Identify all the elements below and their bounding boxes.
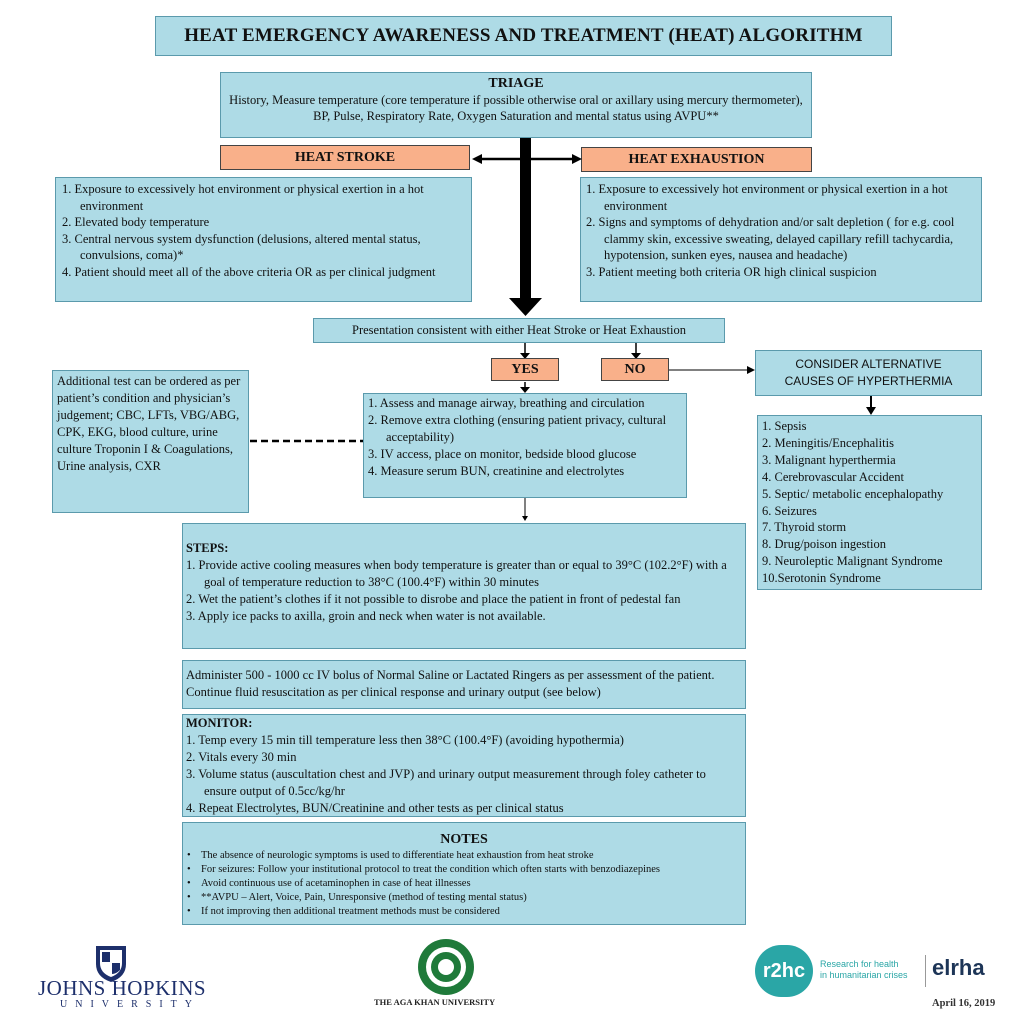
alternative-cause-item: 6. Seizures [762, 503, 817, 518]
double-arrow-left-head [472, 154, 482, 164]
jhu-shield-logo [96, 946, 126, 982]
alternative-cause-item: 1. Sepsis [762, 419, 807, 433]
heat-stroke-criterion: 1. Exposure to excessively hot environme… [62, 182, 424, 213]
bullet-icon: • [187, 906, 191, 917]
alternative-cause-item: 7. Thyroid storm [762, 520, 847, 535]
to-yes-arrow [520, 353, 530, 359]
initial-step-item: 4. Measure serum BUN, creatinine and ele… [368, 464, 625, 478]
notes-list: • The absence of neurologic symptoms is u… [187, 849, 741, 919]
steps-heading: STEPS: [186, 541, 229, 555]
aku-name: THE AGA KHAN UNIVERSITY [374, 997, 496, 1007]
monitor-item: 4. Repeat Electrolytes, BUN/Creatinine a… [186, 801, 564, 815]
steps-list: 1. Provide active cooling measures when … [186, 557, 741, 625]
to-steps-arrow [522, 516, 528, 521]
alternative-cause-item: 5. Septic/ metabolic encephalopathy [762, 486, 944, 501]
bullet-icon: • [187, 892, 191, 903]
double-arrow-right-head [572, 154, 582, 164]
heat-stroke-criteria-box: 1. Exposure to excessively hot environme… [55, 177, 472, 302]
heat-exhaustion-criterion: 2. Signs and symptoms of dehydration and… [586, 215, 955, 262]
note-item: • The absence of neurologic symptoms is u… [187, 849, 741, 863]
r2hc-logo: r2hc [755, 945, 813, 997]
step-item: 1. Provide active cooling measures when … [186, 558, 727, 589]
heat-exhaustion-criteria-list: 1. Exposure to excessively hot environme… [586, 181, 976, 280]
alternative-causes-list: 1. Sepsis 2. Meningitis/Encephalitis 3. Ma… [762, 418, 977, 587]
date-label: April 16, 2019 [932, 998, 996, 1009]
additional-tests-box: Additional test can be ordered as per pa… [52, 370, 249, 513]
yes-down-arrow [520, 387, 530, 393]
no-label: NO [601, 358, 669, 381]
note-item: • If not improving then additional treatm… [187, 905, 741, 919]
heat-exhaustion-label: HEAT EXHAUSTION [581, 147, 812, 172]
note-text: For seizures: Follow your institutional … [201, 864, 660, 875]
alternative-heading-box: CONSIDER ALTERNATIVE CAUSES OF HYPERTHER… [755, 350, 982, 396]
main-down-arrow-head [509, 298, 542, 316]
initial-steps-box: 1. Assess and manage airway, breathing a… [363, 393, 687, 498]
monitor-item: 1. Temp every 15 min till temperature le… [186, 733, 624, 747]
presentation-box: Presentation consistent with either Heat… [313, 318, 725, 343]
note-text: Avoid continuous use of acetaminophen in… [201, 878, 471, 889]
jhu-university: UNIVERSITY [60, 999, 200, 1010]
alternative-cause-item: 8. Drug/poison ingestion [762, 537, 886, 552]
heat-stroke-criterion: 3. Central nervous system dysfunction (d… [62, 231, 421, 263]
note-item: • For seizures: Follow your institutional… [187, 863, 741, 877]
initial-steps-list: 1. Assess and manage airway, breathing a… [368, 395, 682, 480]
page-title: HEAT EMERGENCY AWARENESS AND TREATMENT (… [184, 25, 863, 46]
alternative-list-box: 1. Sepsis 2. Meningitis/Encephalitis 3. Ma… [757, 415, 982, 590]
monitor-box: MONITOR: 1. Temp every 15 min till tempe… [182, 714, 746, 817]
initial-step-item: 2. Remove extra clothing (ensuring patie… [368, 413, 667, 444]
initial-step-item: 3. IV access, place on monitor, bedside … [368, 447, 637, 461]
alternative-cause-item: 2. Meningitis/Encephalitis [762, 435, 894, 450]
alternative-cause-item: 10.Serotonin Syndrome [762, 571, 881, 586]
alternative-cause-item: 9. Neuroleptic Malignant Syndrome [762, 554, 943, 569]
monitor-list: 1. Temp every 15 min till temperature le… [186, 732, 741, 817]
alternative-cause-item: 4. Cerebrovascular Accident [762, 469, 904, 484]
note-item: • Avoid continuous use of acetaminophen i… [187, 877, 741, 891]
no-right-arrow [747, 366, 755, 374]
main-down-arrow-shaft [520, 138, 531, 300]
heat-stroke-criterion: 4. Patient should meet all of the above … [62, 264, 436, 279]
triage-text: History, Measure temperature (core tempe… [229, 93, 803, 123]
monitor-heading: MONITOR: [186, 716, 253, 730]
elrha-logo: elrha [932, 955, 985, 980]
title-box: HEAT EMERGENCY AWARENESS AND TREATMENT (… [155, 16, 892, 56]
triage-box: TRIAGE History, Measure temperature (cor… [220, 72, 812, 138]
yes-label: YES [491, 358, 559, 381]
aku-seal-logo [418, 939, 474, 995]
monitor-item: 3. Volume status (auscultation chest and… [186, 767, 706, 798]
triage-heading: TRIAGE [488, 76, 544, 91]
heat-exhaustion-criterion: 1. Exposure to excessively hot environme… [586, 182, 948, 213]
steps-box: STEPS: 1. Provide active cooling measure… [182, 523, 746, 649]
jhu-name: JOHNS HOPKINS [38, 976, 207, 1000]
heat-stroke-criteria-list: 1. Exposure to excessively hot environme… [62, 181, 465, 280]
bullet-icon: • [187, 878, 191, 889]
initial-step-item: 1. Assess and manage airway, breathing a… [368, 396, 645, 410]
alternative-cause-item: 3. Malignant hyperthermia [762, 452, 896, 467]
logo-divider [925, 955, 926, 987]
step-item: 2. Wet the patient’s clothes if it not p… [186, 592, 681, 606]
step-item: 3. Apply ice packs to axilla, groin and … [186, 609, 546, 623]
note-text: The absence of neurologic symptoms is us… [201, 850, 594, 861]
heat-exhaustion-criteria-box: 1. Exposure to excessively hot environme… [580, 177, 982, 302]
alt-down-arrow [866, 407, 876, 415]
monitor-item: 2. Vitals every 30 min [186, 750, 297, 764]
note-text: If not improving then additional treatme… [201, 906, 500, 917]
bullet-icon: • [187, 864, 191, 875]
heat-stroke-criterion: 2. Elevated body temperature [62, 215, 210, 229]
bullet-icon: • [187, 850, 191, 861]
notes-box: NOTES • The absence of neurologic symptom… [182, 822, 746, 925]
heat-exhaustion-criterion: 3. Patient meeting both criteria OR high… [586, 264, 877, 279]
to-no-arrow [631, 353, 641, 359]
fluids-box: Administer 500 - 1000 cc IV bolus of Nor… [182, 660, 746, 709]
r2hc-tagline: Research for health in humanitarian cris… [820, 959, 908, 980]
note-item: • **AVPU – Alert, Voice, Pain, Unresponsi… [187, 891, 741, 905]
note-text: **AVPU – Alert, Voice, Pain, Unresponsiv… [201, 892, 527, 903]
heat-stroke-label: HEAT STROKE [220, 145, 470, 170]
notes-heading: NOTES [440, 832, 488, 847]
